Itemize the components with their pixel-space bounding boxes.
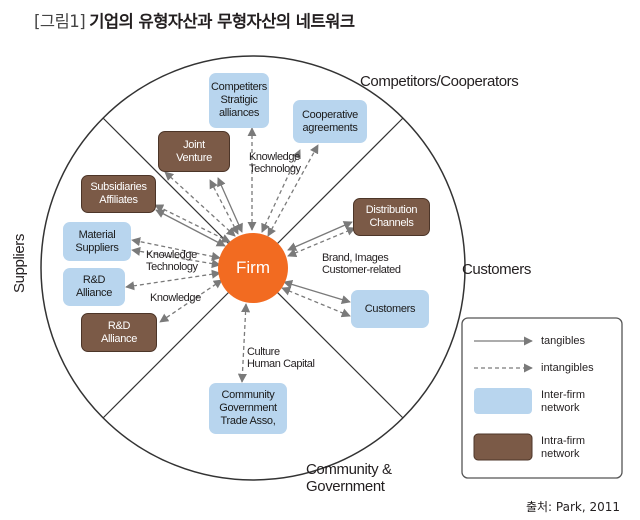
arrow-intangible [125,269,221,291]
arrow-intangible [131,246,221,269]
arrow-tangible [283,280,351,304]
outer-circle [40,55,466,481]
arrow-tangible [217,177,243,233]
segment-suppliers: Suppliers [10,234,28,293]
arrow-intangible [281,286,351,318]
arrow-intangible [159,279,223,323]
legend-intra-firm-swatch [473,433,533,461]
figure-title: [그림1]기업의 유형자산과 무형자산의 네트워크 [34,8,355,32]
legend-intangibles: intangibles [541,362,594,374]
firm-node: Firm [218,233,288,303]
legend-box [461,317,623,479]
arrow-tangible [155,209,226,247]
divider-line [252,267,404,419]
figure-number: [그림1] [34,12,86,31]
segment-community: Community & Government [306,461,392,495]
segment-competitors: Competitors/Cooperators [360,73,519,90]
arrow-intangible [237,303,251,383]
segment-customers: Customers [462,261,531,278]
arrow-intangible [267,144,319,237]
arrow-tangible [287,221,353,251]
node-customers: Customers [351,290,429,328]
arrow-intangible [287,226,356,258]
edge-label-knowledge: Knowledge [150,292,201,304]
figure-title-text: 기업의 유형자산과 무형자산의 네트워크 [89,12,355,31]
legend-inter-firm-swatch [474,388,532,414]
legend-tangibles: tangibles [541,335,586,347]
arrow-intangible [154,204,231,243]
source-note: 출처: Park, 2011 [525,500,620,514]
arrow-intangible [164,171,236,237]
